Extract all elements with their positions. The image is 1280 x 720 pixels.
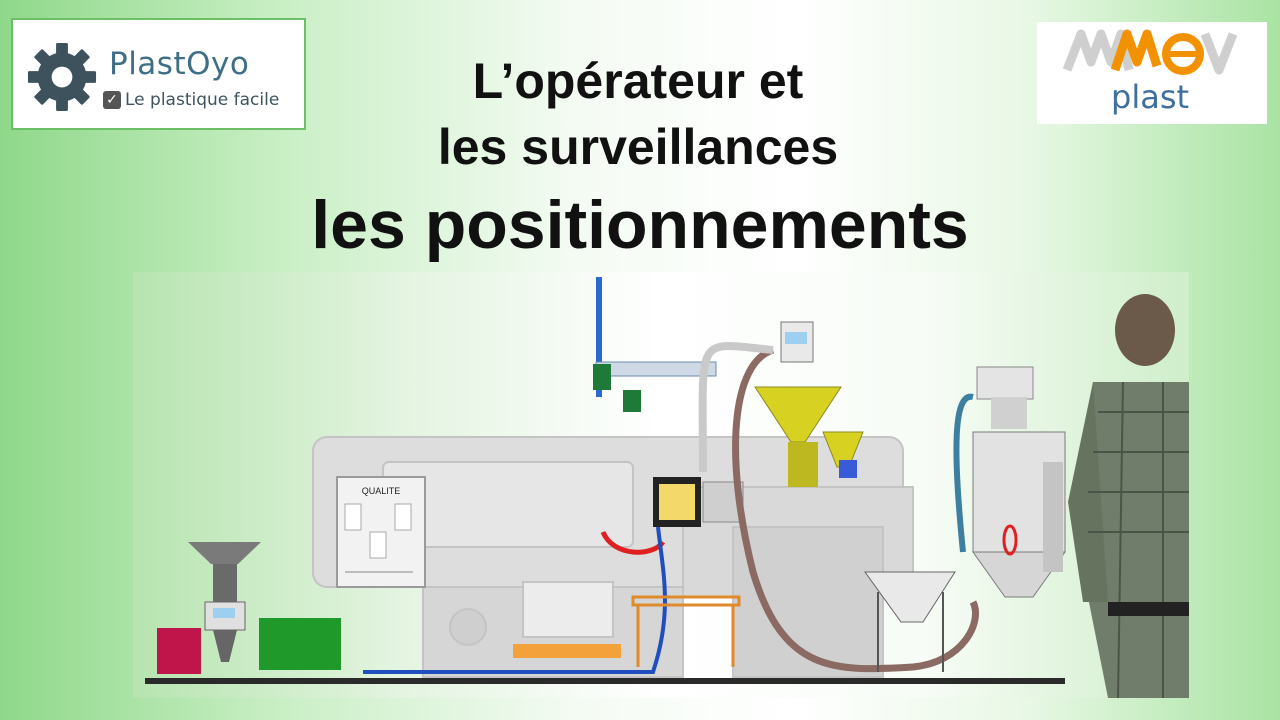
title-line-2: les surveillances xyxy=(437,119,839,175)
blue-hose xyxy=(363,526,667,674)
hopper-loader-icon xyxy=(754,321,864,487)
awev-plast-logo: plast xyxy=(1037,22,1267,124)
red-bin-icon xyxy=(157,628,201,674)
check-box-icon: ✓ xyxy=(103,91,121,109)
cabinet-label: QUALITE xyxy=(362,486,401,496)
plast-word: plast xyxy=(1111,78,1190,116)
tagline: Le plastique facile xyxy=(125,90,280,110)
gear-icon xyxy=(27,42,97,112)
robot-arm-icon xyxy=(593,277,717,412)
awev-mark-icon xyxy=(1062,29,1238,75)
brown-hose xyxy=(732,346,979,673)
dryer-icon xyxy=(972,366,1066,598)
teal-hose xyxy=(953,393,974,553)
crusher-icon xyxy=(188,542,261,662)
production-line-illustration: QUALITE xyxy=(133,272,1189,698)
title-line-3: les positionnements xyxy=(311,187,969,263)
tagline-row: ✓ Le plastique facile xyxy=(103,90,279,110)
plastoyo-logo: PlastOyo ✓ Le plastique facile xyxy=(11,18,306,130)
quality-cabinet-icon xyxy=(336,476,426,588)
green-bin-icon xyxy=(259,618,341,670)
conveyor-tray xyxy=(513,644,621,658)
title-line-1: L’opérateur et xyxy=(472,53,804,109)
floor-line xyxy=(145,678,1065,684)
brand-name: PlastOyo xyxy=(109,46,250,82)
control-panel-icon xyxy=(653,477,744,527)
workbench-icon xyxy=(631,595,741,667)
funnel-icon xyxy=(864,571,956,672)
operator-icon xyxy=(1068,294,1189,698)
